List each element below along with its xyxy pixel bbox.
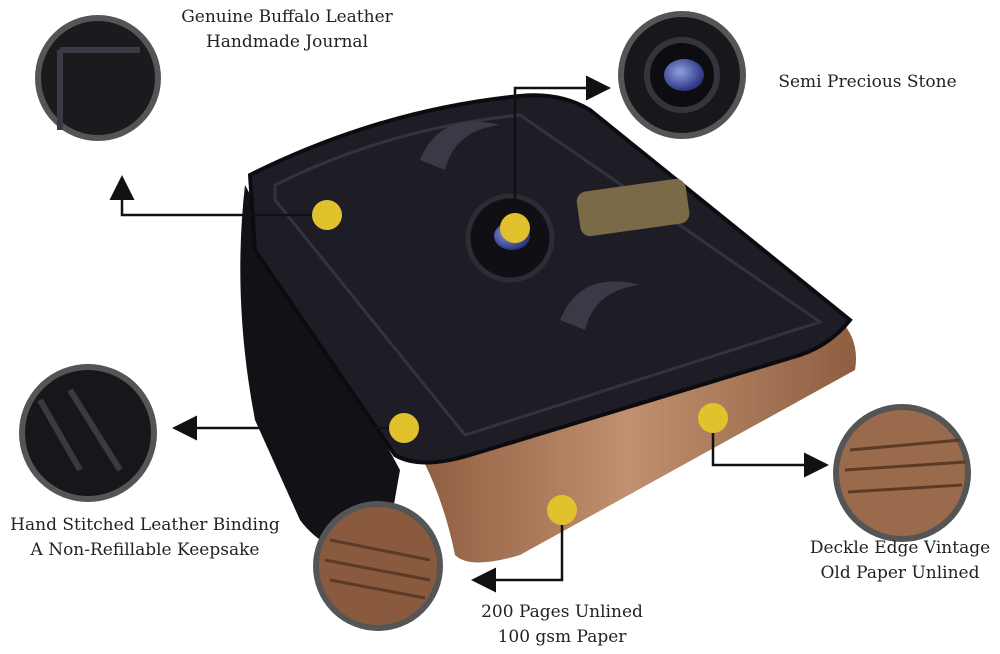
callout-deckle: Deckle Edge Vintage Old Paper Unlined	[800, 536, 1000, 586]
marker-binding	[389, 413, 419, 443]
cover-border	[273, 113, 824, 437]
journal-book	[240, 93, 856, 563]
callout-line: Handmade Journal	[205, 32, 369, 52]
callout-pages: 200 Pages Unlined 100 gsm Paper	[462, 600, 662, 650]
callout-line: 100 gsm Paper	[497, 627, 627, 647]
detail-circle-deckle	[833, 404, 971, 542]
callout-line: Semi Precious Stone	[778, 72, 957, 92]
crescent-upper	[420, 121, 500, 170]
callout-line: A Non-Refillable Keepsake	[30, 540, 260, 560]
markers	[312, 200, 728, 525]
arrow-deckle	[711, 418, 829, 478]
marker-pages	[547, 495, 577, 525]
detail-circle-binding	[19, 364, 157, 502]
book-paper-edge	[400, 320, 856, 563]
marker-leather	[312, 200, 342, 230]
callout-line: 200 Pages Unlined	[481, 602, 643, 622]
book-cover	[247, 93, 853, 465]
callout-stone: Semi Precious Stone	[755, 70, 980, 95]
callout-line: Deckle Edge Vintage	[809, 538, 991, 558]
marker-stone	[500, 213, 530, 243]
detail-circle-pages	[313, 501, 443, 631]
marker-deckle	[698, 403, 728, 433]
arrow-leather	[109, 175, 327, 217]
callout-binding: Hand Stitched Leather Binding A Non-Refi…	[0, 513, 290, 563]
leader-lines	[109, 75, 829, 593]
callout-leather: Genuine Buffalo Leather Handmade Journal	[172, 5, 402, 55]
arrow-pages	[471, 510, 564, 593]
callout-line: Hand Stitched Leather Binding	[10, 515, 280, 535]
detail-circle-leather	[35, 15, 161, 141]
callout-line: Old Paper Unlined	[820, 563, 980, 583]
callout-line: Genuine Buffalo Leather	[181, 7, 393, 27]
brass-clasp	[576, 178, 690, 237]
crescent-lower	[560, 281, 640, 330]
arrow-stone	[513, 75, 611, 228]
detail-circle-stone	[618, 11, 746, 139]
